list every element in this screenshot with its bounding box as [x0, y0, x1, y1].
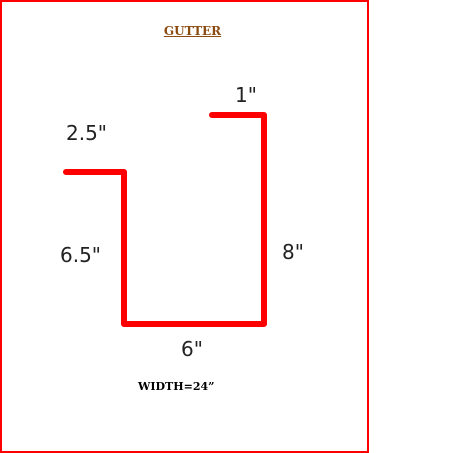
- gutter-profile-line: [63, 112, 267, 327]
- dimension-label-left-side: 6.5": [60, 243, 101, 267]
- diagram-frame: [0, 0, 369, 453]
- dimension-label-top-right-lip: 1": [235, 83, 257, 107]
- dimension-label-top-left-flange: 2.5": [66, 121, 107, 145]
- width-note: WIDTH=24”: [138, 380, 215, 393]
- diagram-title: GUTTER: [163, 24, 222, 38]
- dimension-label-right-side: 8": [282, 240, 304, 264]
- dimension-label-bottom: 6": [181, 337, 203, 361]
